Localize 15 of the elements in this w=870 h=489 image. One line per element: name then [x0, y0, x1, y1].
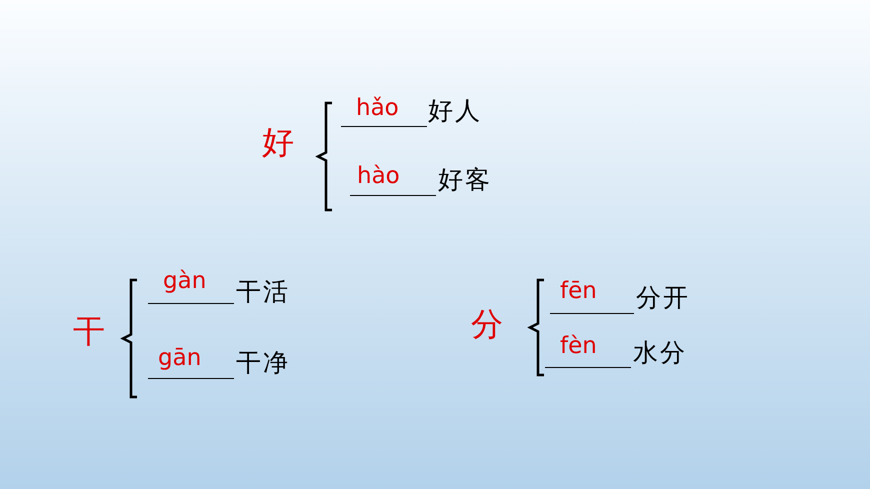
word-text: 分开 [636, 284, 690, 312]
fill-in-line: gān [148, 345, 234, 379]
fill-in-line: hǎo [341, 95, 427, 127]
word-text: 好人 [428, 97, 482, 125]
character-text: 好 [262, 125, 294, 159]
fill-in-line: fēn [550, 278, 634, 314]
character-text: 分 [471, 307, 503, 341]
word-text: 干净 [236, 349, 290, 377]
word-text: 水分 [633, 339, 687, 367]
word-text: 好客 [438, 166, 492, 194]
fill-in-line: gàn [148, 268, 234, 304]
fill-in-line: hào [350, 163, 436, 196]
word-text: 干活 [236, 278, 290, 306]
fill-in-line: fèn [545, 333, 631, 368]
character-text: 干 [73, 314, 105, 348]
